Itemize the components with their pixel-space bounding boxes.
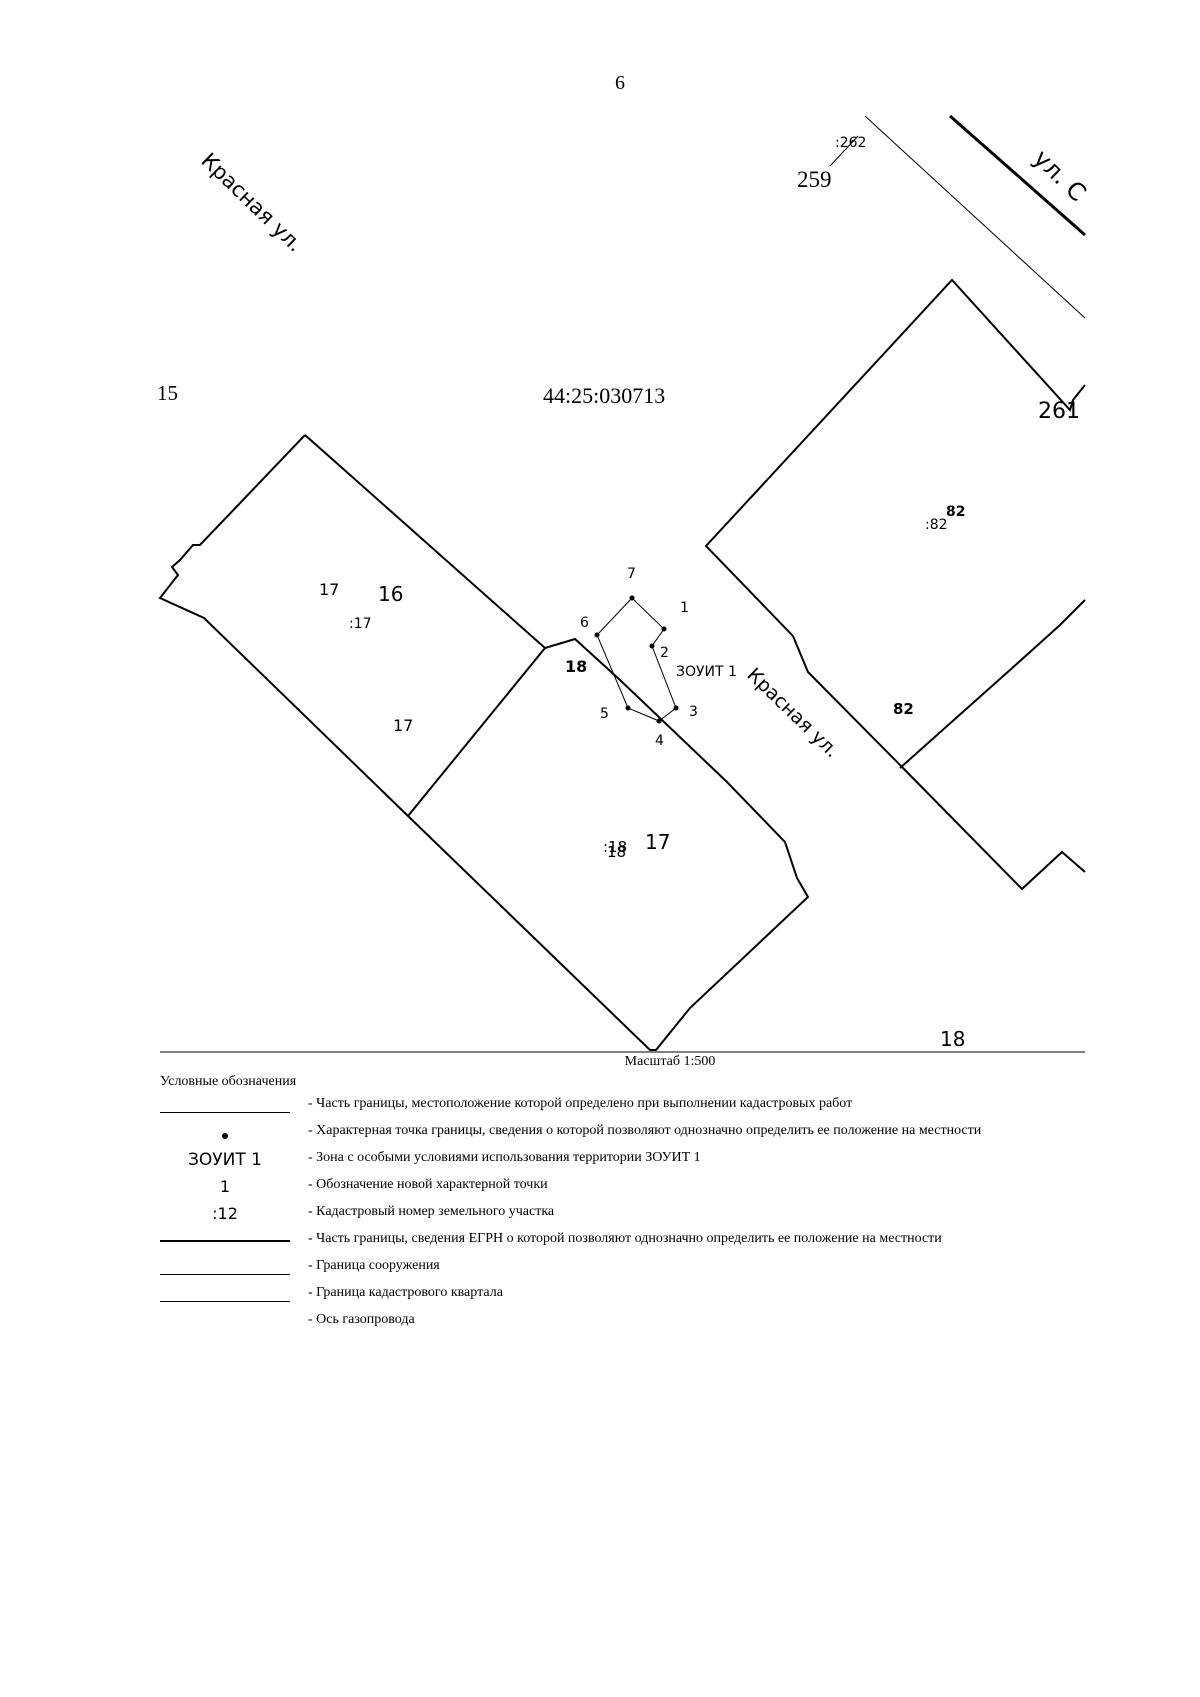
legend-text: - Обозначение новой характерной точки (308, 1177, 548, 1192)
legend-text: - Кадастровый номер земельного участка (308, 1204, 555, 1219)
legend-row: - Характерная точка границы, сведения о … (160, 1119, 1160, 1146)
parcel-label-17-colon: :17 (349, 616, 372, 632)
parcel-label-82-colon: :82 (925, 517, 948, 533)
legend-symbol-thin-line (160, 1281, 290, 1308)
point-label-5: 5 (600, 706, 609, 722)
parcel-label-16: 16 (378, 582, 403, 606)
legend-symbol-cadastral-number: :12 (212, 1204, 238, 1223)
street-label-krasnaya-top: Красная ул. (197, 148, 308, 256)
point-label-4: 4 (655, 733, 664, 749)
parcel-label-17-c: 17 (645, 830, 670, 854)
parcel-label-262: :262 (835, 135, 866, 151)
legend-symbol-thin-line (160, 1254, 290, 1281)
legend-row: :12 - Кадастровый номер земельного участ… (160, 1200, 1160, 1227)
quarter-boundary-line (864, 115, 1086, 319)
point-4-dot (656, 718, 662, 724)
point-3-dot (673, 705, 679, 711)
street-edge-line (949, 114, 1086, 237)
legend-row: 1 - Обозначение новой характерной точки (160, 1173, 1160, 1200)
parcel-label-82-bottom: 82 (893, 700, 914, 718)
point-label-3: 3 (689, 704, 698, 720)
parcel-16-boundary (158, 434, 547, 818)
legend-symbol-point-number: 1 (219, 1177, 231, 1196)
legend-symbol-thick-line (160, 1227, 290, 1254)
parcel-label-18-colon: :18 (603, 838, 627, 856)
cadastral-map: Красная ул. Красная ул. ул. С 44:25:0307… (157, 114, 1092, 1053)
legend-text: - Граница кадастрового квартала (308, 1285, 503, 1300)
street-label-ul-top-right: ул. С (1028, 144, 1092, 207)
legend-text: - Характерная точка границы, сведения о … (308, 1123, 982, 1138)
point-label-2: 2 (660, 645, 669, 661)
parcel-label-82-top: 82 (946, 504, 965, 520)
legend-symbol-empty (160, 1308, 290, 1335)
parcel-label-18-edge: 18 (565, 657, 587, 676)
zouit-zone-label: ЗОУИТ 1 (676, 664, 737, 680)
point-label-1: 1 (680, 600, 689, 616)
parcel-label-18-overlap: 18 (607, 843, 626, 861)
legend-row: - Часть границы, местоположение которой … (160, 1092, 1160, 1119)
point-1-dot (661, 626, 667, 632)
legend-symbol-zouit: ЗОУИТ 1 (188, 1149, 262, 1170)
parcel-label-18-bottom: 18 (940, 1027, 965, 1051)
parcel-18-boundary (407, 637, 810, 1051)
parcel-label-15: 15 (157, 381, 178, 405)
point-label-7: 7 (627, 566, 636, 582)
quarter-number-label: 44:25:030713 (543, 383, 665, 408)
parcel-82-boundary (704, 278, 1086, 891)
parcel-label-17-b: 17 (393, 716, 413, 735)
legend-symbol-dot (160, 1119, 290, 1146)
legend-text: - Ось газопровода (308, 1312, 415, 1327)
legend-title: Условные обозначения (160, 1074, 297, 1089)
legend-text: - Часть границы, местоположение которой … (308, 1096, 853, 1111)
legend-text: - Часть границы, сведения ЕГРН о которой… (308, 1231, 942, 1246)
scale-label: Масштаб 1:500 (624, 1054, 716, 1069)
legend-row: - Граница сооружения (160, 1254, 1160, 1281)
point-2-dot (649, 643, 655, 649)
zouit-zone-polygon (596, 597, 677, 722)
legend-row: - Часть границы, сведения ЕГРН о которой… (160, 1227, 1160, 1254)
legend-row: ЗОУИТ 1 - Зона с особыми условиями испол… (160, 1146, 1160, 1173)
legend-row: - Ось газопровода (160, 1308, 1160, 1335)
legend-row: - Граница кадастрового квартала (160, 1281, 1160, 1308)
parcel-262-marker (829, 135, 859, 167)
street-label-krasnaya-center: Красная ул. (743, 664, 844, 762)
parcel-82-inner-boundary (899, 599, 1086, 769)
point-6-dot (594, 632, 600, 638)
legend-symbol-thin-line (160, 1092, 290, 1119)
legend: Условные обозначения - Часть границы, ме… (160, 1074, 1160, 1335)
point-5-dot (625, 705, 631, 711)
parcel-label-261: 261 (1038, 399, 1080, 424)
parcel-label-17-a: 17 (319, 580, 339, 599)
legend-text: - Зона с особыми условиями использования… (308, 1150, 701, 1165)
point-label-6: 6 (580, 615, 589, 631)
legend-text: - Граница сооружения (308, 1258, 440, 1273)
parcel-label-259: 259 (797, 167, 832, 192)
page-number: 6 (615, 72, 625, 94)
point-7-dot (629, 595, 635, 601)
